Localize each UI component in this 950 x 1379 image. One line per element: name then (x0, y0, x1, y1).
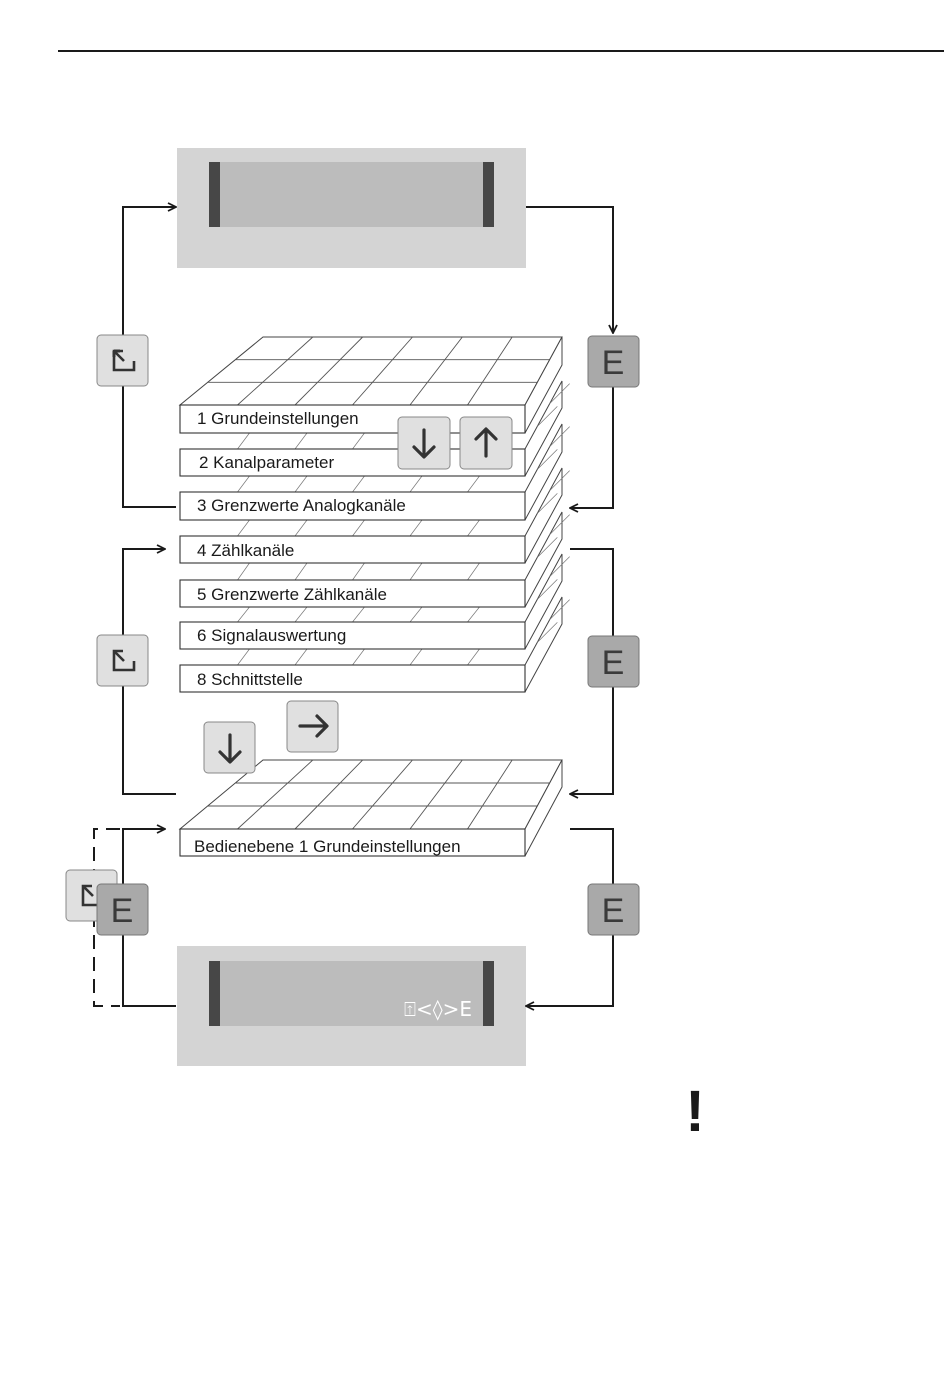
stack-gap-grid (353, 649, 365, 665)
enter-key-label: E (602, 344, 625, 382)
menu-item-2: 2 Kanalparameter (199, 453, 334, 472)
stack-gap-grid (468, 649, 480, 665)
stack-gap-grid (295, 563, 307, 580)
stack-gap-grid (295, 607, 307, 622)
sub-menu-item: Bedienebene 1 Grundeinstellungen (194, 837, 461, 856)
menu-item-3: 3 Grenzwerte Analogkanäle (197, 496, 406, 515)
display-bottom-symbols: ⍐<◊>E (404, 997, 472, 1021)
stack-gap-grid (353, 476, 365, 492)
enter-key-label: E (111, 892, 134, 930)
stack-gap-grid (468, 520, 480, 536)
stack-gap-grid (238, 563, 250, 580)
stack-gap-grid (410, 476, 422, 492)
stack-gap-grid (238, 649, 250, 665)
stack-gap-grid (353, 520, 365, 536)
stack-top-layer-top (180, 337, 562, 405)
stack-gap-grid (410, 563, 422, 580)
enter-key-top[interactable]: E (588, 336, 639, 387)
escape-key-middle[interactable] (97, 635, 148, 686)
menu-item-1: 1 Grundeinstellungen (197, 409, 359, 428)
stack-gap-grid (238, 433, 250, 449)
stack-gap-grid (410, 520, 422, 536)
enter-key-middle[interactable]: E (588, 636, 639, 687)
stack-gap-grid (468, 476, 480, 492)
stack-gap-grid (295, 520, 307, 536)
down-key-middle[interactable] (204, 722, 255, 773)
stack-gap-grid (295, 433, 307, 449)
stack-gap-grid (353, 563, 365, 580)
display-bottom: ⍐<◊>E (177, 946, 526, 1066)
stack-gap-grid (353, 607, 365, 622)
enter-key-label: E (602, 892, 625, 930)
enter-key-bottom-left[interactable]: E (97, 884, 148, 935)
stack-gap-grid (295, 476, 307, 492)
flow-enter-to-menu (570, 387, 613, 508)
enter-key-bottom-right[interactable]: E (588, 884, 639, 935)
stack-gap-grid (353, 433, 365, 449)
escape-key-top[interactable] (97, 335, 148, 386)
stack-gap-grid (295, 649, 307, 665)
display-top (177, 148, 526, 268)
stack-gap-grid (468, 607, 480, 622)
warning-exclamation-icon: ! (685, 1079, 704, 1144)
stack-gap-grid (468, 563, 480, 580)
stack-gap-grid (410, 607, 422, 622)
up-key[interactable] (460, 417, 512, 469)
stack-gap-grid (238, 607, 250, 622)
menu-item-4: 4 Zählkanäle (197, 541, 294, 560)
stack-gap-grid (410, 649, 422, 665)
menu-item-5: 5 Grenzwerte Zählkanäle (197, 585, 387, 604)
menu-item-6: 6 Signalauswertung (197, 626, 346, 645)
flow-display-to-menu (526, 207, 613, 333)
stack-gap-grid (238, 476, 250, 492)
menu-item-8: 8 Schnittstelle (197, 670, 303, 689)
down-key-top[interactable] (398, 417, 450, 469)
stack-gap-grid (238, 520, 250, 536)
right-key[interactable] (287, 701, 338, 752)
enter-key-label: E (602, 644, 625, 682)
